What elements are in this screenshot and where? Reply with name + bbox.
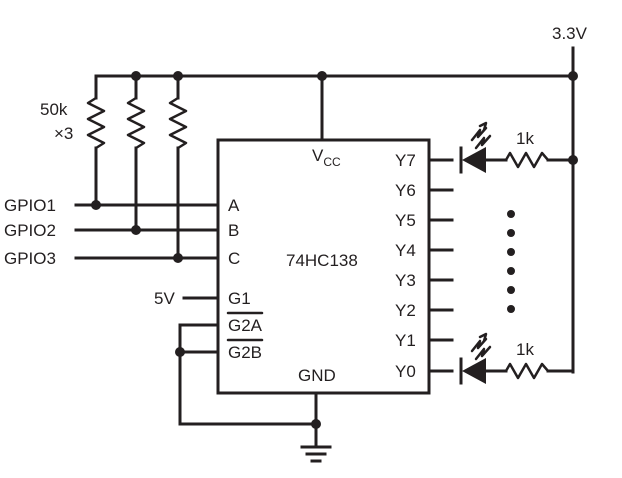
pullup-value-label: 50k (40, 100, 68, 119)
pin-y3-label: Y3 (395, 271, 416, 290)
supply-label: 3.3V (552, 24, 588, 43)
pin-y1-label: Y1 (395, 331, 416, 350)
gpio1-label: GPIO1 (4, 196, 56, 215)
pin-g1-label: G1 (228, 289, 251, 308)
gpio-lines (74, 200, 220, 263)
ic-74hc138 (216, 138, 431, 395)
led-y7-icon (459, 121, 508, 174)
pin-y2-label: Y2 (395, 301, 416, 320)
ellipsis-dots (507, 210, 515, 313)
pin-g2b-label: G2B (228, 343, 262, 362)
pullup-resistors (86, 74, 188, 260)
pin-g2a-label: G2A (228, 316, 263, 335)
ic-gnd-label: GND (298, 366, 336, 385)
pin-c-label: C (228, 249, 240, 268)
pin-a-label: A (228, 196, 240, 215)
pin-y6-label: Y6 (395, 181, 416, 200)
ic-vcc-label: VCC (312, 146, 341, 169)
pin-y4-label: Y4 (395, 241, 416, 260)
resistor-y0 (504, 362, 575, 380)
pullup-count-label: ×3 (54, 124, 73, 143)
output-stubs (427, 158, 454, 373)
resistor-y0-label: 1k (516, 340, 534, 359)
pin-y5-label: Y5 (395, 211, 416, 230)
g1-supply-label: 5V (154, 289, 175, 308)
resistor-y7-label: 1k (516, 129, 534, 148)
gpio3-label: GPIO3 (4, 249, 56, 268)
g2-ground-wires (175, 323, 321, 448)
pin-b-label: B (228, 221, 239, 240)
resistor-y7 (504, 151, 578, 169)
pin-y7-label: Y7 (395, 151, 416, 170)
supply-rail (94, 46, 578, 374)
led-y0-icon (459, 332, 508, 385)
ic-part-label: 74HC138 (286, 251, 358, 270)
gpio2-label: GPIO2 (4, 221, 56, 240)
pin-y0-label: Y0 (395, 362, 416, 381)
ground-icon (300, 445, 332, 463)
